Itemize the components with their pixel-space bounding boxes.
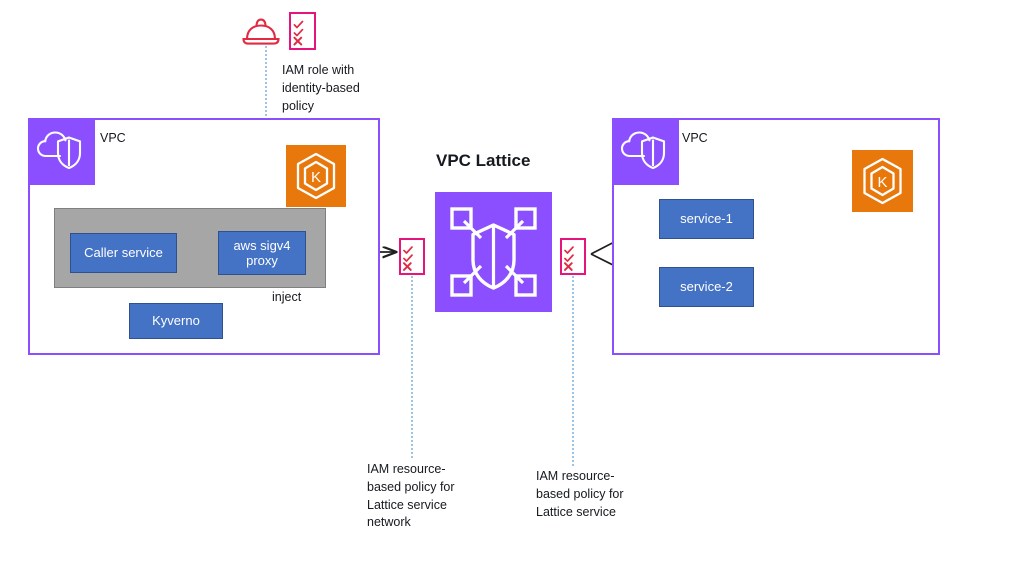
iam-resource-network-annotation: IAM resource- based policy for Lattice s… [367,462,455,530]
kyverno-box[interactable]: Kyverno [129,303,223,339]
service-1-label: service-1 [680,211,733,227]
kubernetes-hexagon-k-icon-left: K [286,145,346,207]
inject-label: inject [272,290,302,304]
policy-checklist-icon-lattice-service [560,238,586,275]
kyverno-label: Kyverno [152,313,200,329]
iam-role-annotation: IAM role with identity-based policy [282,63,360,113]
vpc-lattice-shield-icon [435,192,552,312]
sigv4-proxy-box[interactable]: aws sigv4 proxy [218,231,306,275]
sigv4-proxy-label: aws sigv4 proxy [233,237,291,268]
leader-lattice-network-policy [411,276,413,458]
svg-text:K: K [877,174,887,191]
leader-lattice-service-policy [572,276,574,466]
svg-text:K: K [311,169,321,186]
vpc-cloud-shield-icon-right [614,120,679,185]
iam-hardhat-icon [240,16,282,46]
right-vpc-label: VPC [682,131,708,145]
service-2-label: service-2 [680,279,733,295]
left-vpc-label: VPC [100,131,126,145]
caller-service-box[interactable]: Caller service [70,233,177,273]
caller-service-label: Caller service [84,245,163,261]
iam-resource-service-annotation: IAM resource- based policy for Lattice s… [536,469,624,519]
service-2-box[interactable]: service-2 [659,267,754,307]
vpc-lattice-title: VPC Lattice [436,151,531,170]
policy-checklist-icon-iam-role [289,12,316,50]
vpc-cloud-shield-icon-left [30,120,95,185]
policy-checklist-icon-service-network [399,238,425,275]
service-1-box[interactable]: service-1 [659,199,754,239]
kubernetes-hexagon-k-icon-right: K [852,150,913,212]
